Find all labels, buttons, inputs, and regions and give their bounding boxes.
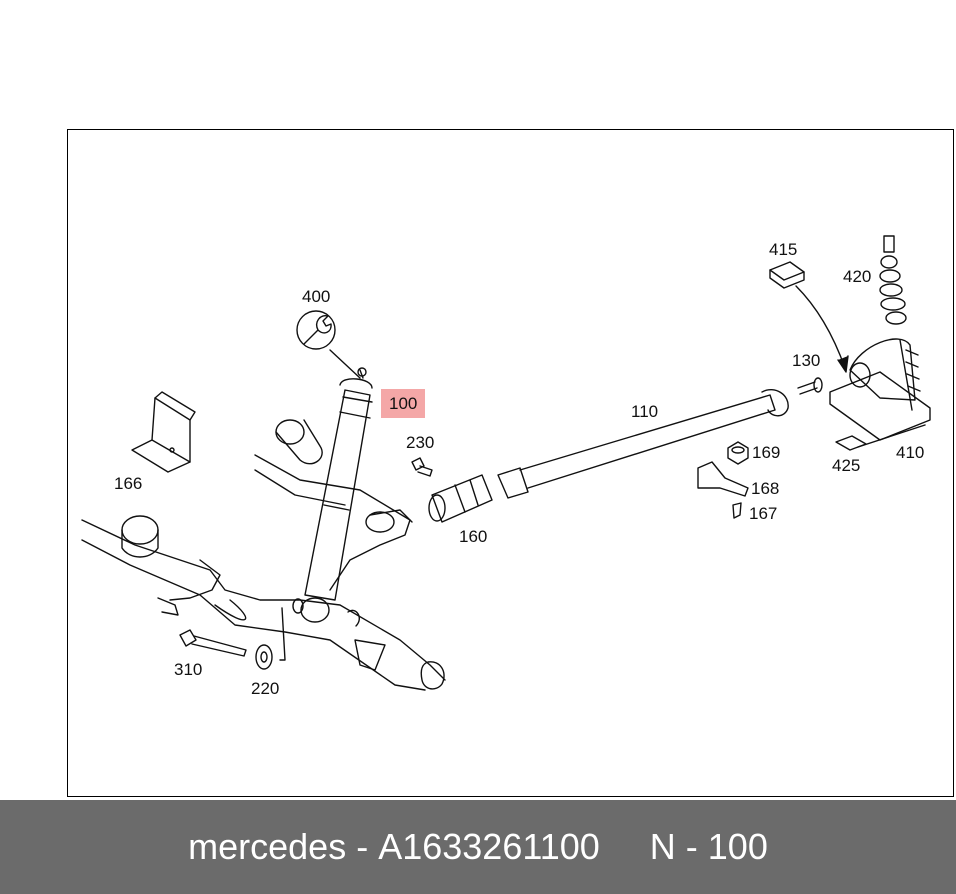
bolt-230 bbox=[411, 457, 433, 477]
footer-position: N - 100 bbox=[649, 826, 768, 867]
callout-169: 169 bbox=[752, 443, 781, 462]
callout-230: 230 bbox=[406, 433, 435, 452]
screw-167 bbox=[732, 502, 742, 519]
torsion-bar-110 bbox=[497, 389, 789, 499]
sleeve-160 bbox=[428, 474, 493, 523]
washer-220 bbox=[255, 644, 273, 670]
pad-415 bbox=[769, 261, 805, 289]
shock-absorber-100 bbox=[304, 349, 373, 601]
footer-caption: mercedes - A1633261100 N - 100 bbox=[0, 800, 956, 894]
bracket-166 bbox=[131, 391, 196, 473]
parts-diagram bbox=[67, 129, 954, 797]
bellows-420 bbox=[879, 235, 907, 325]
leader-410 bbox=[857, 424, 926, 448]
callout-410: 410 bbox=[896, 443, 925, 462]
wrench-icon bbox=[296, 310, 336, 350]
footer-gap bbox=[600, 826, 650, 868]
callout-400: 400 bbox=[302, 287, 331, 306]
callout-310: 310 bbox=[174, 660, 203, 679]
bolt-130 bbox=[797, 377, 823, 395]
leader-220 bbox=[279, 607, 286, 661]
clip-168 bbox=[697, 461, 749, 497]
plate-425 bbox=[835, 435, 867, 451]
callout-166: 166 bbox=[114, 474, 143, 493]
footer-separator: - bbox=[346, 826, 379, 867]
arrow-head-415 bbox=[837, 355, 849, 373]
callout-168: 168 bbox=[751, 479, 780, 498]
callout-420: 420 bbox=[843, 267, 872, 286]
callout-220: 220 bbox=[251, 679, 280, 698]
callout-130: 130 bbox=[792, 351, 821, 370]
callout-110: 110 bbox=[631, 402, 659, 421]
callout-167: 167 bbox=[749, 504, 778, 523]
callout-100-highlighted[interactable]: 100 bbox=[381, 389, 426, 418]
bearing-block-410 bbox=[829, 338, 931, 441]
callout-425: 425 bbox=[832, 456, 861, 475]
callout-160: 160 bbox=[459, 527, 488, 546]
callout-415: 415 bbox=[769, 240, 798, 259]
footer-part-number: A1633261100 bbox=[378, 826, 600, 867]
nut-169 bbox=[727, 441, 749, 465]
footer-brand: mercedes bbox=[188, 826, 347, 867]
exploded-view-drawing bbox=[81, 235, 931, 691]
bolt-310 bbox=[179, 629, 247, 657]
rear-axle-carrier bbox=[81, 419, 446, 691]
